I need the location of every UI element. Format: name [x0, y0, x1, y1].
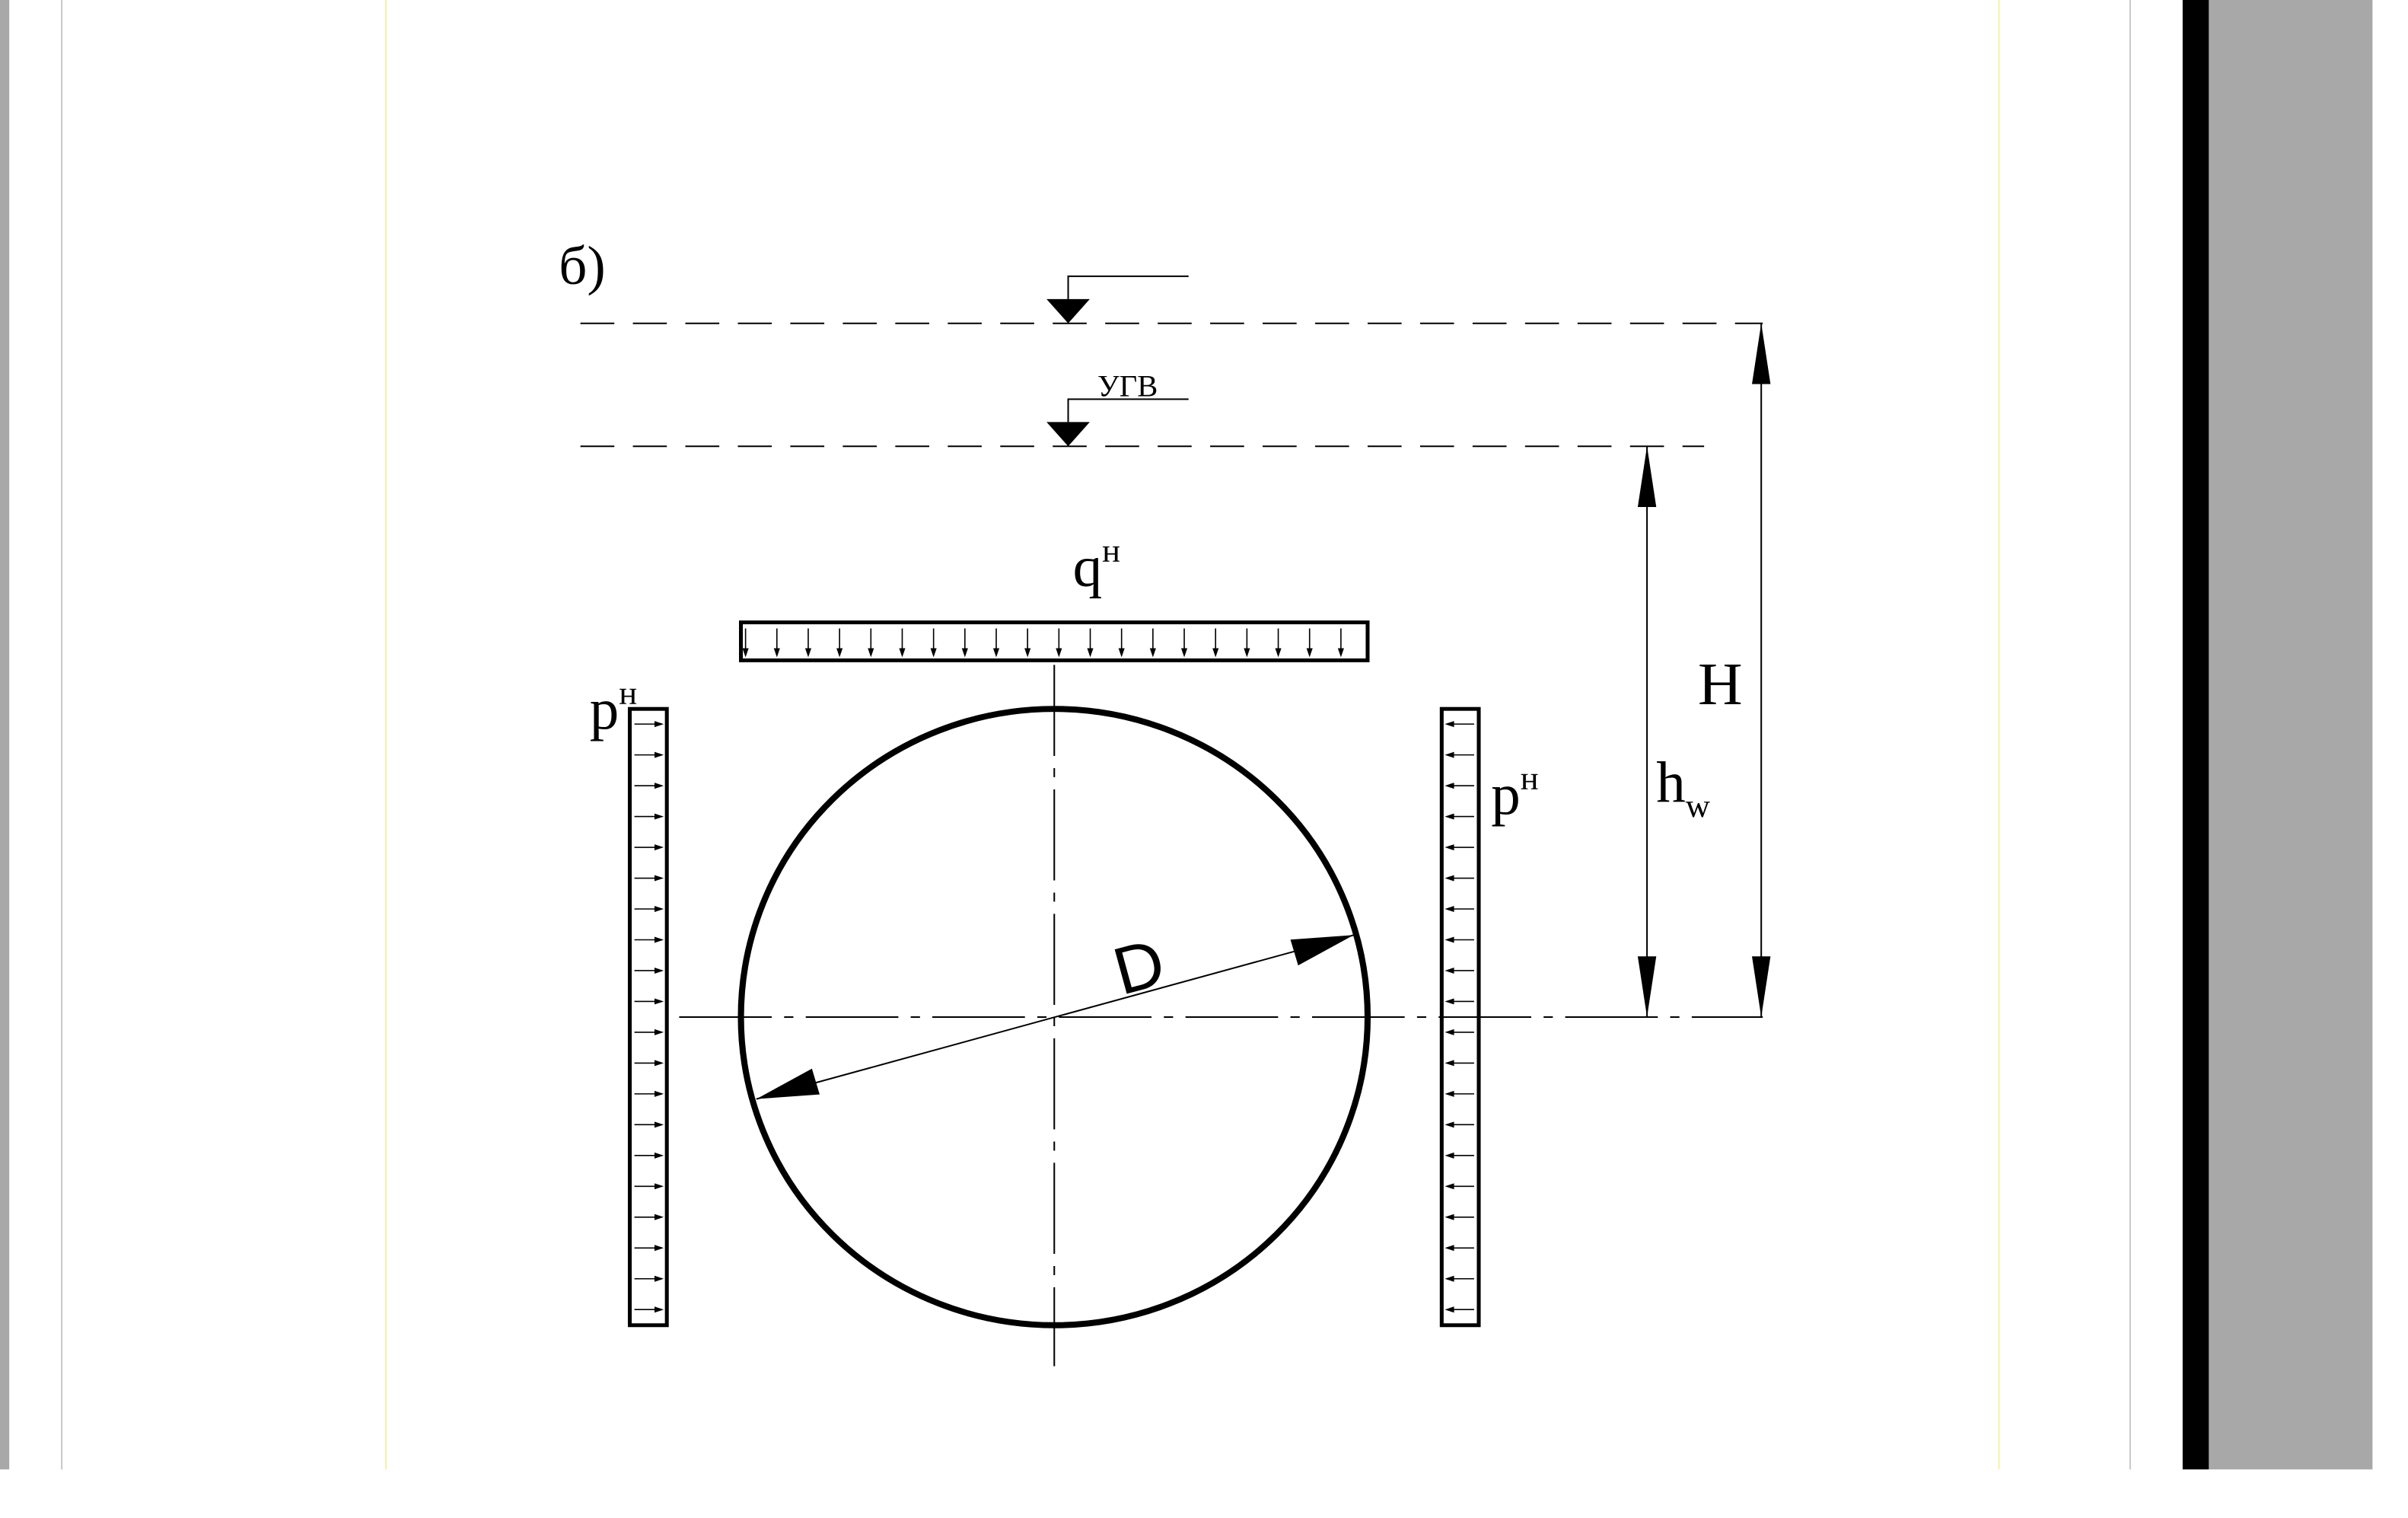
load-arrow-head-icon: [930, 648, 937, 658]
water-depth-arrow-top-icon: [1637, 446, 1657, 507]
load-arrow-head-icon: [654, 1275, 664, 1282]
load-arrow-head-icon: [1444, 844, 1454, 851]
load-arrow-head-icon: [1444, 751, 1454, 758]
diameter-dimension-line: [756, 934, 1355, 1100]
load-arrow-head-icon: [654, 936, 664, 943]
load-arrow-head-icon: [1444, 721, 1454, 728]
load-arrow-head-icon: [1444, 1245, 1454, 1252]
load-arrow-head-icon: [654, 1121, 664, 1128]
vertical-load-label: qн: [1073, 532, 1120, 598]
load-arrow-head-icon: [1444, 1306, 1454, 1313]
groundwater-level-marker-icon: [1046, 422, 1090, 447]
load-arrow-head-icon: [654, 998, 664, 1005]
lateral-load-right-symbol: p: [1491, 762, 1521, 826]
load-arrow-head-icon: [1444, 1183, 1454, 1190]
load-arrow-head-icon: [992, 648, 1000, 658]
load-arrow-head-icon: [654, 906, 664, 912]
diameter-arrow-lower-icon: [756, 1068, 820, 1099]
load-arrow-head-icon: [654, 721, 664, 728]
lateral-load-left-arrows: [634, 721, 664, 1313]
water-depth-subscript: w: [1686, 787, 1710, 824]
load-arrow-head-icon: [1444, 906, 1454, 912]
left-edge-strip: [0, 0, 10, 1470]
load-arrow-head-icon: [1444, 1121, 1454, 1128]
load-arrow-head-icon: [1444, 783, 1454, 789]
load-arrow-head-icon: [1444, 1152, 1454, 1159]
load-arrow-head-icon: [961, 648, 968, 658]
lateral-load-left-diagram: [627, 706, 669, 1328]
load-arrow-head-icon: [654, 967, 664, 974]
load-arrow-head-icon: [654, 1152, 664, 1159]
load-arrow-head-icon: [868, 648, 874, 658]
ground-level-leader: [1067, 275, 1189, 299]
depth-label: H: [1698, 651, 1743, 718]
load-arrow-head-icon: [654, 1245, 664, 1252]
load-arrow-head-icon: [1212, 648, 1219, 658]
load-arrow-head-icon: [1444, 813, 1454, 820]
load-arrow-head-icon: [742, 648, 749, 658]
load-arrow-head-icon: [899, 648, 906, 658]
figure-label: б): [559, 234, 605, 295]
load-arrow-head-icon: [654, 1213, 664, 1220]
groundwater-level-leader: [1067, 398, 1189, 423]
load-arrow-head-icon: [654, 844, 664, 851]
depth-arrow-top-icon: [1752, 323, 1771, 384]
lateral-load-right-label: pн: [1491, 760, 1538, 826]
load-arrow-head-icon: [654, 813, 664, 820]
load-arrow-head-icon: [1444, 875, 1454, 882]
load-arrow-head-icon: [654, 1090, 664, 1097]
vertical-load-symbol: q: [1073, 534, 1103, 598]
load-arrow-head-icon: [1244, 648, 1250, 658]
vertical-load-superscript: н: [1102, 532, 1120, 569]
load-arrow-head-icon: [1444, 1275, 1454, 1282]
groundwater-level-label: УГВ: [1097, 369, 1158, 403]
water-depth-symbol: h: [1656, 750, 1686, 814]
load-arrow-head-icon: [654, 783, 664, 789]
load-arrow-head-icon: [1444, 936, 1454, 943]
load-arrow-head-icon: [1444, 1028, 1454, 1035]
load-arrow-head-icon: [1087, 648, 1094, 658]
load-arrow-head-icon: [1180, 648, 1188, 658]
diameter-arrow-upper-icon: [1290, 935, 1354, 966]
load-arrow-head-icon: [1444, 998, 1454, 1005]
load-arrow-head-icon: [654, 875, 664, 882]
depth-arrow-bottom-icon: [1752, 956, 1771, 1017]
water-depth-arrow-bottom-icon: [1637, 956, 1657, 1017]
load-arrow-head-icon: [773, 648, 780, 658]
vertical-scrollbar[interactable]: [2209, 0, 2373, 1470]
load-arrow-head-icon: [1024, 648, 1031, 658]
vertical-load-arrows: [742, 628, 1344, 658]
load-arrow-head-icon: [654, 1306, 664, 1313]
load-arrow-head-icon: [804, 648, 812, 658]
load-arrow-head-icon: [654, 1183, 664, 1190]
load-arrow-head-icon: [654, 751, 664, 758]
load-arrow-head-icon: [654, 1028, 664, 1035]
lateral-load-right-superscript: н: [1521, 760, 1539, 797]
ground-level-marker-icon: [1046, 298, 1090, 324]
load-arrow-head-icon: [1149, 648, 1156, 658]
lateral-load-right-arrows: [1444, 721, 1474, 1313]
vertical-load-diagram: [739, 620, 1370, 662]
load-arrow-head-icon: [836, 648, 843, 658]
lateral-load-left-symbol: p: [590, 678, 620, 741]
load-arrow-head-icon: [1306, 648, 1313, 658]
pipe-cross-section: [737, 706, 1371, 1328]
load-arrow-head-icon: [1337, 648, 1344, 658]
load-arrow-head-icon: [1444, 1090, 1454, 1097]
load-arrow-head-icon: [1444, 967, 1454, 974]
load-arrow-head-icon: [1118, 648, 1125, 658]
load-arrow-head-icon: [1275, 648, 1282, 658]
load-arrow-head-icon: [1056, 648, 1062, 658]
load-arrow-head-icon: [1444, 1060, 1454, 1067]
lateral-load-left-superscript: н: [619, 675, 637, 713]
lateral-load-left-label: pн: [590, 675, 637, 741]
load-arrow-head-icon: [654, 1060, 664, 1067]
load-arrow-head-icon: [1444, 1213, 1454, 1220]
scrollbar-edge: [2182, 0, 2209, 1470]
water-depth-label: hw: [1656, 750, 1710, 824]
